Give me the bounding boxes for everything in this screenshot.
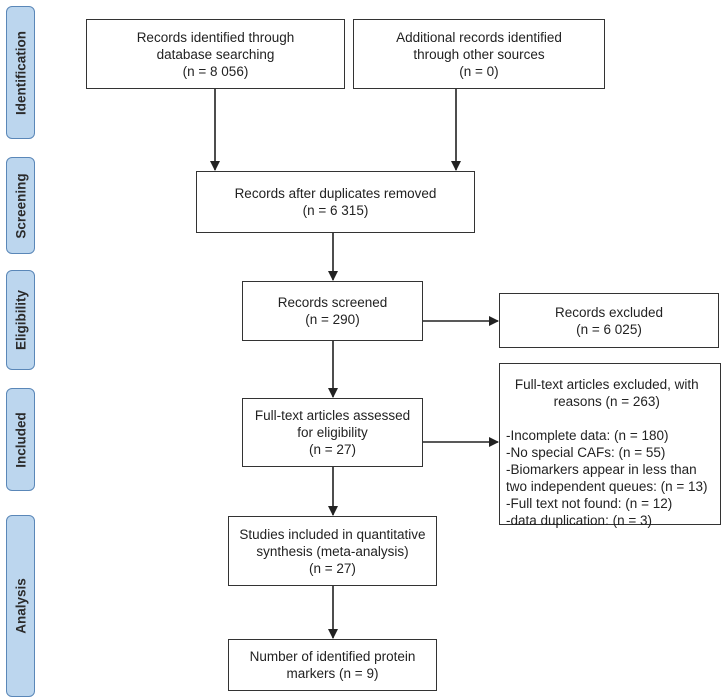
phase-identification: Identification [6,6,35,139]
box-database-searching-text: Records identified through database sear… [136,29,295,79]
phase-analysis: Analysis [6,515,35,697]
box-duplicates-removed: Records after duplicates removed (n = 6 … [196,171,475,233]
box-fulltext-excluded-heading: Full-text articles excluded, with reason… [514,377,699,409]
phase-eligibility: Eligibility [6,270,35,370]
box-quantitative-synthesis: Studies included in quantitative synthes… [228,516,437,586]
box-fulltext-excluded: Full-text articles excluded, with reason… [499,363,721,528]
phase-included: Included [6,388,35,491]
box-database-searching: Records identified through database sear… [86,19,345,89]
box-quantitative-synthesis-text: Studies included in quantitative synthes… [239,526,426,576]
box-records-screened: Records screened (n = 290) [242,281,423,341]
box-duplicates-removed-text: Records after duplicates removed (n = 6 … [234,186,437,218]
phase-screening: Screening [6,157,35,254]
box-protein-markers-text: Number of identified protein markers (n … [249,649,416,681]
box-fulltext-assessed: Full-text articles assessed for eligibil… [242,398,423,467]
box-records-excluded-text: Records excluded (n = 6 025) [554,304,664,337]
box-other-sources: Additional records identified through ot… [353,19,605,89]
box-records-screened-text: Records screened (n = 290) [277,295,388,327]
box-fulltext-excluded-reasons: -Incomplete data: (n = 180) -No special … [506,428,708,528]
box-other-sources-text: Additional records identified through ot… [396,29,562,79]
box-fulltext-assessed-text: Full-text articles assessed for eligibil… [254,408,411,457]
box-records-excluded: Records excluded (n = 6 025) [499,293,719,348]
box-protein-markers: Number of identified protein markers (n … [228,639,437,691]
